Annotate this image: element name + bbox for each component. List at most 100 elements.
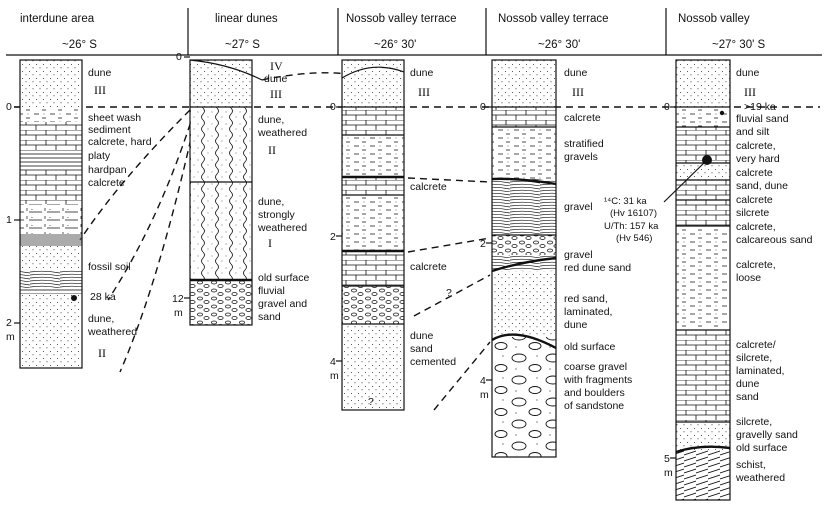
layer-sheet-wash [20, 107, 82, 122]
label-silcrete-3: silcrete, [736, 416, 772, 428]
column-title: Nossob valley terrace [346, 13, 457, 25]
scale-tick-12: 12 [172, 293, 184, 305]
layer-dune-weathered [20, 294, 82, 368]
column-nossob-valley: Nossob valley ~27° 30' S dune III >19 ka… [664, 13, 822, 500]
label-calcrete-2: calcrete [410, 261, 447, 273]
label-sand: sand [410, 343, 433, 355]
label-unit-iii: III [270, 87, 282, 101]
label-calcareous-sand: calcareous sand [736, 234, 813, 246]
label-red-dune-sand: red dune sand [564, 262, 631, 274]
label-weathered: weathered [735, 472, 785, 484]
layer-sand-b [342, 195, 404, 251]
label-dune-strong-1: dune, [258, 196, 284, 208]
scale-unit: m [6, 331, 15, 343]
label-calcrete-1: calcrete, [736, 140, 776, 152]
label-calcrete-2: calcrete [736, 167, 773, 179]
label-calcrete-5: calcrete, [736, 259, 776, 271]
label-dune: dune [736, 67, 760, 79]
scale-tick-1: 1 [6, 214, 12, 226]
label-calcrete-4: calcrete, [736, 221, 776, 233]
scale-tick-2: 2 [330, 231, 336, 243]
label-unit-iii: III [572, 85, 584, 99]
label-calcrete-hard: calcrete, hard [88, 136, 152, 148]
label-coarse-gravel: coarse gravel [564, 361, 627, 373]
label-uth-age: U/Th: 157 ka [604, 221, 659, 232]
scale-unit: m [330, 370, 339, 382]
label-gravelly-sand: gravelly sand [736, 429, 798, 441]
scale-tick-0: 0 [664, 101, 670, 113]
label-stratified: stratified [564, 138, 604, 150]
layer-schist [676, 450, 730, 500]
label-uth-lab: (Hv 546) [616, 233, 652, 244]
label-silcrete: silcrete [736, 207, 769, 219]
label-platy: platy [88, 150, 111, 162]
label-sheet-wash: sheet wash [88, 112, 141, 124]
layer-calcrete-silcrete-laminated [676, 330, 730, 422]
column-latitude: ~27° S [225, 39, 260, 51]
layer-calcareous-sand [676, 200, 730, 226]
label-unit-i: I [268, 236, 272, 250]
label-sand-dune: sand, dune [736, 180, 788, 192]
red-sand-correlation [414, 275, 490, 316]
scale-tick-0: 0 [480, 101, 486, 113]
label-red-sand: red sand, [564, 293, 608, 305]
label-dune: dune [264, 73, 288, 85]
label-unit-iv: IV [270, 59, 283, 73]
label-dune: dune [410, 67, 434, 79]
layer-dated [20, 270, 82, 288]
scale-unit: m [480, 389, 489, 401]
label-question: ? [446, 287, 452, 299]
column-nossob-terrace-a: Nossob valley terrace ~26° 30' dune III … [330, 8, 488, 410]
column-interdune-area: interdune area ~26° S dune III sheet was… [6, 8, 190, 368]
layer-gravel [342, 286, 404, 324]
scale-tick-0: 0 [176, 51, 182, 63]
layer-fossil-soil-dark [20, 234, 82, 246]
label-old-surface: old surface [736, 442, 788, 454]
column-latitude: ~26° 30' [538, 39, 580, 51]
label-sand: sand [258, 311, 281, 323]
label-sand: sand [736, 391, 759, 403]
label-age: 28 ka [90, 291, 116, 303]
label-fluvial: fluvial [258, 285, 285, 297]
column-linear-dunes: linear dunes ~27° S IV dune III dune, we… [172, 8, 340, 325]
layer-gravel-2 [492, 235, 556, 255]
layer-thin [20, 288, 82, 294]
column-title: Nossob valley terrace [498, 13, 609, 25]
layer-transition [20, 204, 82, 234]
sample-point-19ka [720, 111, 724, 115]
label-dune-strong-3: weathered [257, 222, 307, 234]
layer-gravel [492, 179, 556, 235]
label-laminated: laminated, [564, 306, 612, 318]
label-weathered: weathered [87, 326, 137, 338]
column-title: Nossob valley [678, 13, 750, 25]
label-dune: dune [88, 67, 112, 79]
column-latitude: ~26° S [62, 39, 97, 51]
column-title: linear dunes [215, 13, 278, 25]
layer-calcrete-upper [342, 107, 404, 135]
layer-sand-a [342, 135, 404, 177]
label-dune-strong-2: strongly [258, 209, 296, 221]
layer-dune-strongly-weathered [190, 182, 252, 280]
label-gravels: gravels [564, 151, 598, 163]
label-unit-iii: III [94, 83, 106, 97]
label-silcrete-2: silcrete, [736, 352, 772, 364]
label-calcrete-3: calcrete [736, 194, 773, 206]
label-and-boulders: and boulders [564, 387, 625, 399]
label-c14-age: ¹⁴C: 31 ka [604, 196, 647, 207]
label-calcrete-silcrete: calcrete/ [736, 339, 776, 351]
gravel-correlation [408, 238, 490, 252]
layer-calcrete-loose [676, 226, 730, 330]
label-cemented: cemented [410, 356, 456, 368]
scale-tick-2: 2 [480, 238, 486, 250]
label-calcrete-1: calcrete [410, 181, 447, 193]
scale-unit: m [174, 307, 183, 319]
column-title: interdune area [20, 13, 95, 25]
layer-calcrete-1 [342, 177, 404, 195]
label-with-fragments: with fragments [563, 374, 632, 386]
scale-tick-4: 4 [480, 375, 486, 387]
column-nossob-terrace-b: Nossob valley terrace ~26° 30' dune III … [480, 8, 668, 457]
label-unit-ii: II [98, 346, 106, 360]
label-schist: schist, [736, 459, 766, 471]
label-fossil-soil: fossil soil [88, 261, 131, 273]
